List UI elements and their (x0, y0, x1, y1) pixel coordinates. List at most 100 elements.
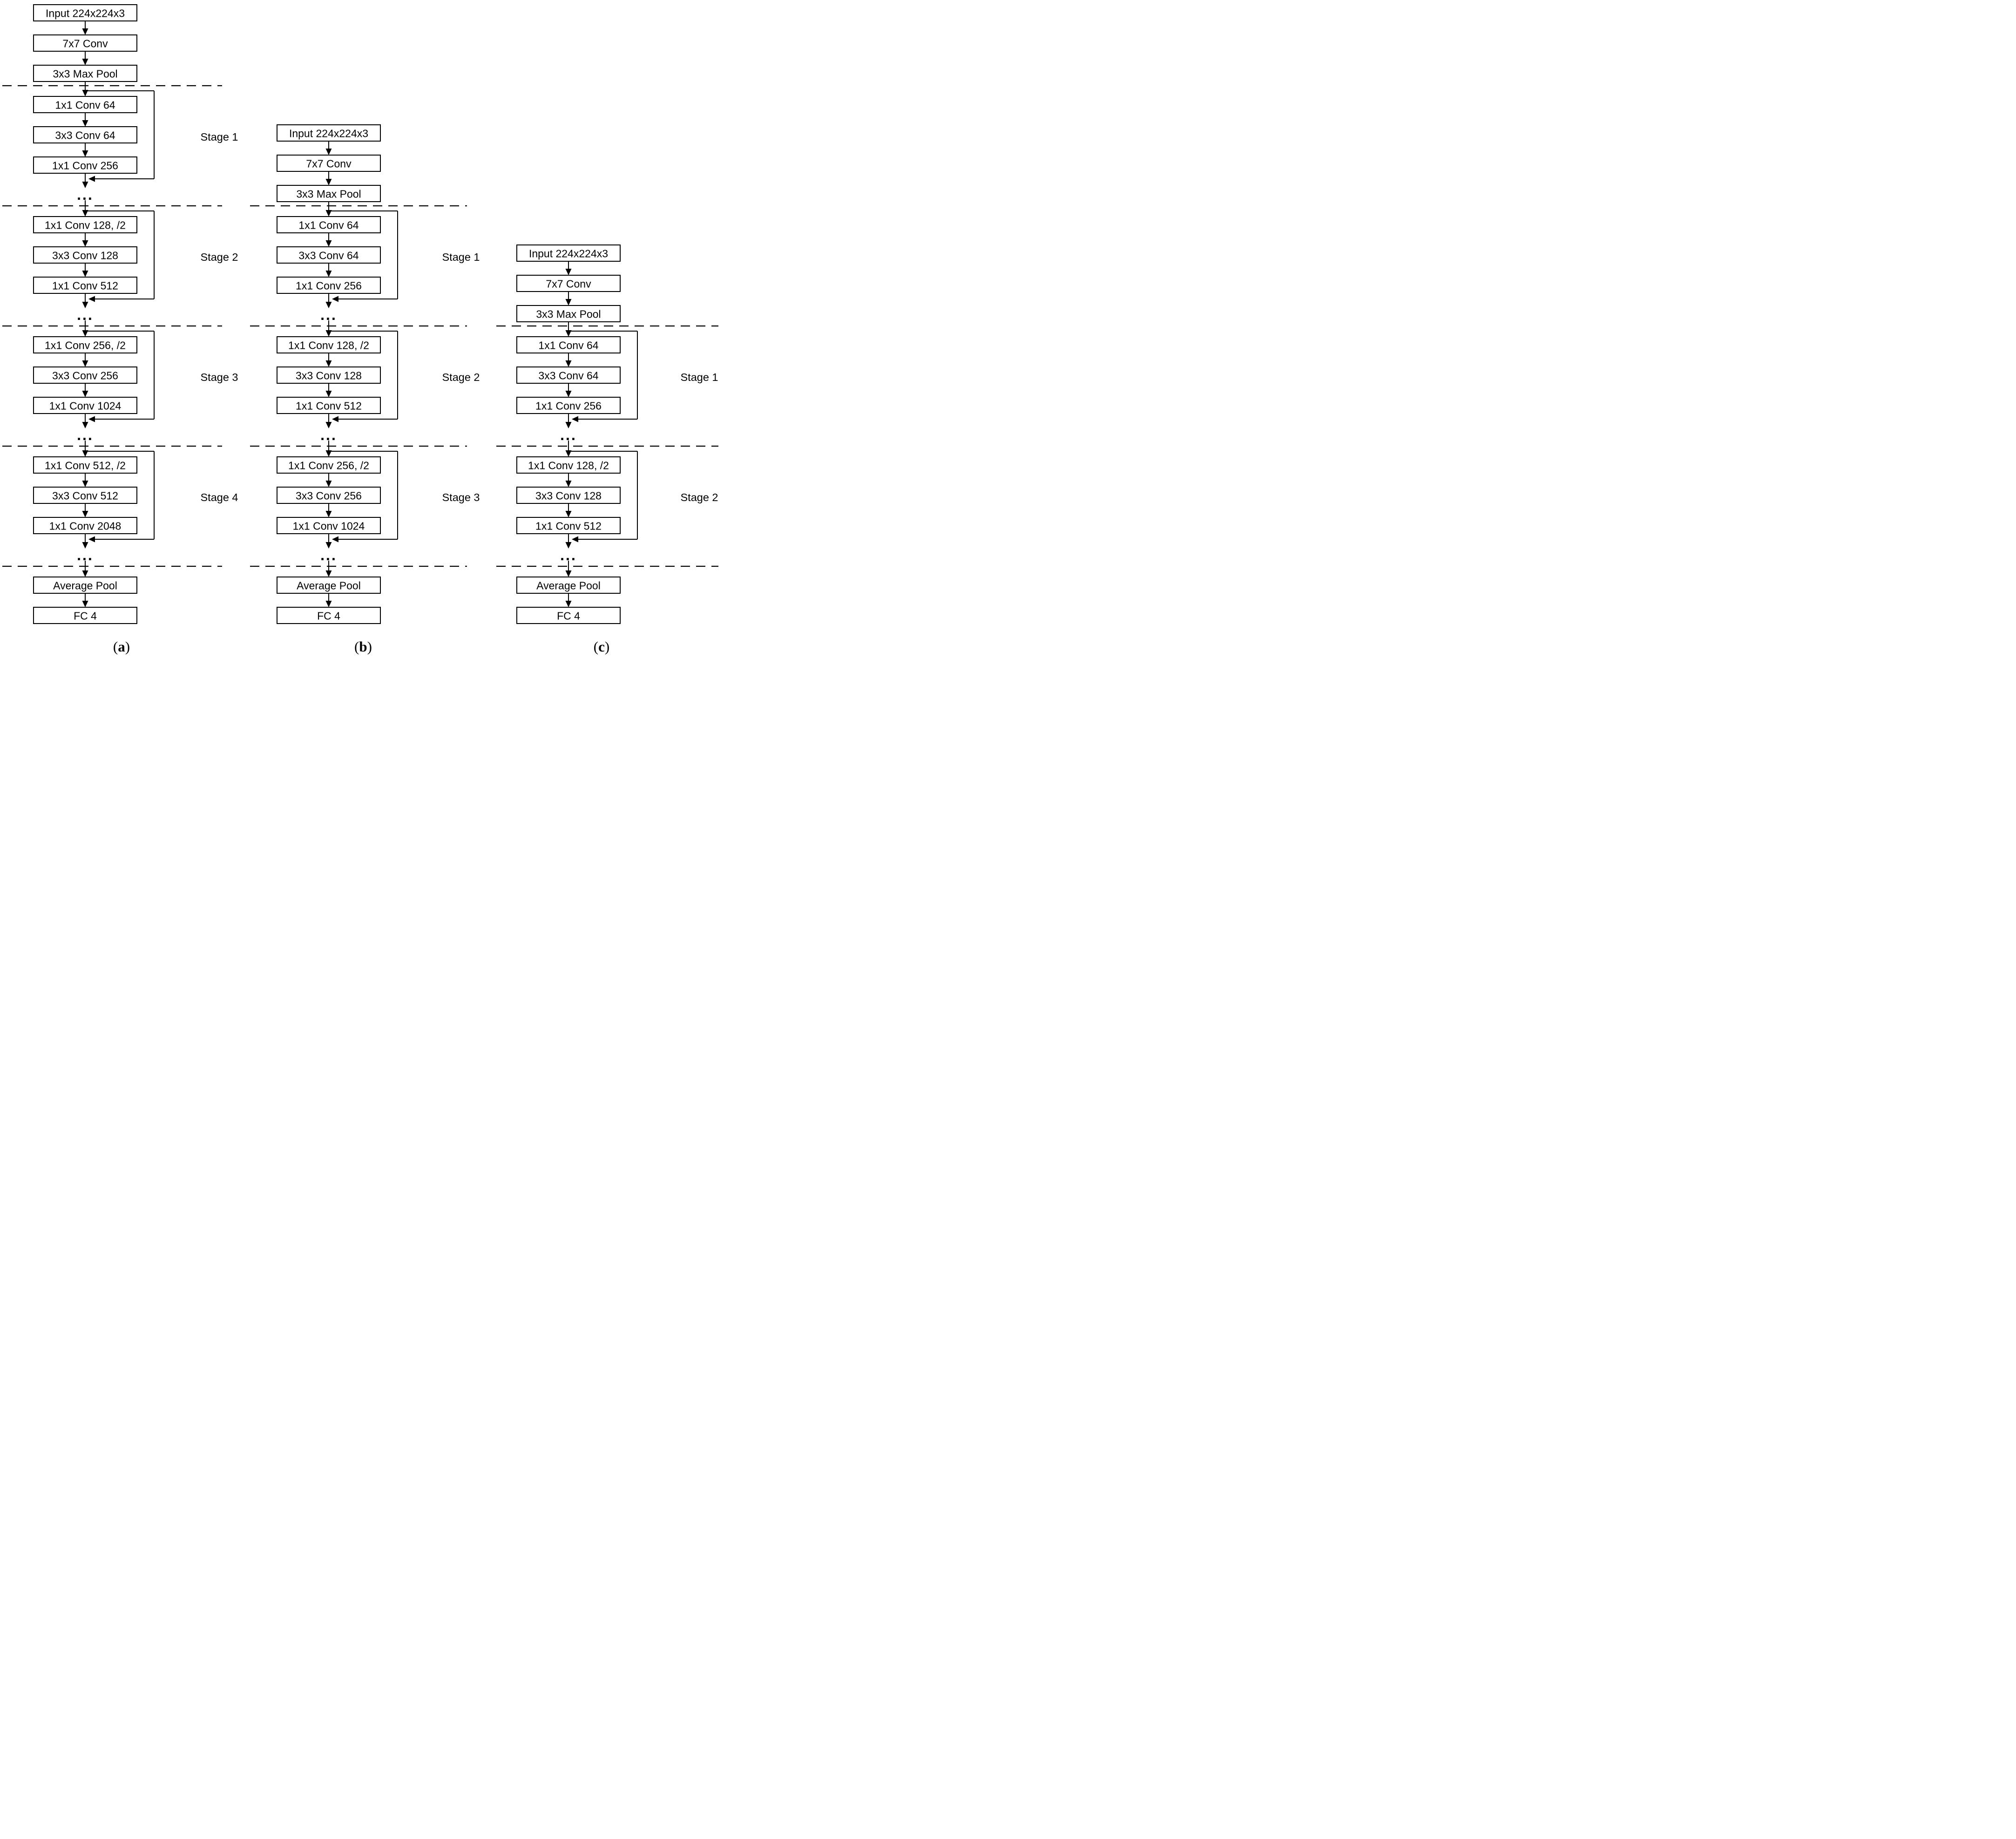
flow-arrow-head (565, 481, 572, 487)
block-box-label: 3x3 Conv 512 (52, 490, 118, 502)
subfigure-caption: (c) (594, 638, 609, 655)
block-box (33, 607, 137, 624)
block-box (277, 456, 381, 474)
flow-arrow-head (565, 422, 572, 428)
ellipsis: ... (320, 306, 337, 323)
block-box (277, 155, 381, 172)
flow-arrow-head (325, 570, 332, 577)
flow-arrow-head (565, 330, 572, 337)
skip-connection-arrow-head (88, 536, 95, 543)
block-box (277, 517, 381, 534)
flow-arrow-head (325, 360, 332, 367)
caption-paren-close: ) (125, 638, 130, 655)
ellipsis: ... (77, 186, 94, 203)
flow-arrow-head (325, 450, 332, 457)
block-box (516, 305, 621, 322)
stage-label: Stage 2 (680, 491, 718, 503)
flow-arrow-head (565, 269, 572, 275)
flow-arrow-head (325, 240, 332, 247)
block-box-label: 7x7 Conv (62, 38, 108, 50)
caption-paren-close: ) (605, 638, 609, 655)
flow-arrow-head (82, 210, 88, 217)
block-box-label: 1x1 Conv 128, /2 (528, 460, 609, 472)
block-box-label: 3x3 Conv 128 (52, 250, 118, 262)
block-box (516, 607, 621, 624)
subfigure-caption: (a) (113, 638, 130, 655)
block-box-label: 3x3 Max Pool (53, 68, 117, 80)
block-box-label: 1x1 Conv 256 (535, 400, 602, 412)
flow-arrow-head (82, 450, 88, 457)
block-box-label: 1x1 Conv 256, /2 (45, 339, 126, 352)
block-box-label: 3x3 Conv 256 (52, 370, 118, 382)
flow-arrow-head (82, 542, 88, 549)
stage-label: Stage 4 (200, 491, 238, 503)
block-box-label: 3x3 Conv 256 (296, 490, 362, 502)
flow-arrow-head (82, 90, 88, 96)
block-box (33, 96, 137, 113)
caption-letter: a (118, 638, 125, 655)
flow-arrow-head (82, 302, 88, 308)
flow-arrow-head (325, 271, 332, 277)
block-box-label: 1x1 Conv 1024 (49, 400, 122, 412)
ellipsis: ... (320, 547, 337, 563)
block-box (33, 487, 137, 504)
flow-arrow-head (565, 511, 572, 517)
flow-arrow-head (565, 299, 572, 305)
flow-arrow-head (82, 28, 88, 35)
flow-arrow-head (325, 511, 332, 517)
caption-paren-open: ( (113, 638, 118, 655)
block-box-label: FC 4 (557, 610, 580, 622)
skip-connection-arrow-head (572, 416, 578, 422)
block-box-label: 1x1 Conv 256 (296, 280, 362, 292)
subfigure-caption: (b) (354, 638, 372, 655)
block-box-label: 1x1 Conv 64 (298, 219, 359, 231)
caption-letter: c (598, 638, 605, 655)
block-box (33, 4, 137, 21)
stage-label: Stage 3 (442, 491, 480, 503)
block-box (277, 487, 381, 504)
skip-connection-arrow-head (88, 296, 95, 302)
block-box-label: 1x1 Conv 512 (52, 280, 118, 292)
block-box (33, 156, 137, 174)
block-box-label: 7x7 Conv (546, 278, 591, 290)
block-box-label: 3x3 Conv 64 (538, 370, 598, 382)
block-box-label: 3x3 Max Pool (296, 188, 361, 200)
skip-connection-arrow-head (332, 416, 338, 422)
block-box-label: 1x1 Conv 1024 (293, 520, 365, 532)
stage-label: Stage 2 (200, 251, 238, 263)
block-box-label: 1x1 Conv 512 (296, 400, 362, 412)
skip-connection-arrow-head (572, 536, 578, 543)
block-box (33, 397, 137, 414)
block-box-label: 1x1 Conv 512, /2 (45, 460, 126, 472)
block-box-label: 1x1 Conv 512 (535, 520, 602, 532)
flow-arrow-head (82, 422, 88, 428)
block-box-label: Input 224x224x3 (46, 7, 125, 20)
block-box (516, 397, 621, 414)
flow-arrow-head (325, 422, 332, 428)
ellipsis: ... (560, 547, 577, 563)
block-box-label: 1x1 Conv 128, /2 (45, 219, 126, 231)
skip-connection-arrow-head (332, 536, 338, 543)
block-box (277, 216, 381, 233)
ellipsis: ... (77, 427, 94, 443)
flow-arrow-head (82, 391, 88, 397)
caption-paren-close: ) (367, 638, 372, 655)
block-box-label: 1x1 Conv 128, /2 (288, 339, 369, 352)
block-box-label: 3x3 Conv 128 (296, 370, 362, 382)
ellipsis: ... (77, 547, 94, 563)
block-box-label: 7x7 Conv (306, 158, 352, 170)
flow-arrow-head (565, 570, 572, 577)
block-box (33, 216, 137, 233)
flow-arrow-head (82, 511, 88, 517)
skip-connection-arrow-head (88, 416, 95, 422)
flow-arrow-head (82, 120, 88, 127)
flow-arrow-head (325, 330, 332, 337)
block-box-label: FC 4 (317, 610, 340, 622)
stage-label: Stage 2 (442, 371, 480, 383)
flow-arrow-head (82, 601, 88, 607)
flow-arrow-head (82, 150, 88, 157)
block-box (516, 275, 621, 292)
flow-arrow-head (565, 391, 572, 397)
flow-arrow-head (325, 481, 332, 487)
stage-label: Stage 1 (680, 371, 718, 383)
